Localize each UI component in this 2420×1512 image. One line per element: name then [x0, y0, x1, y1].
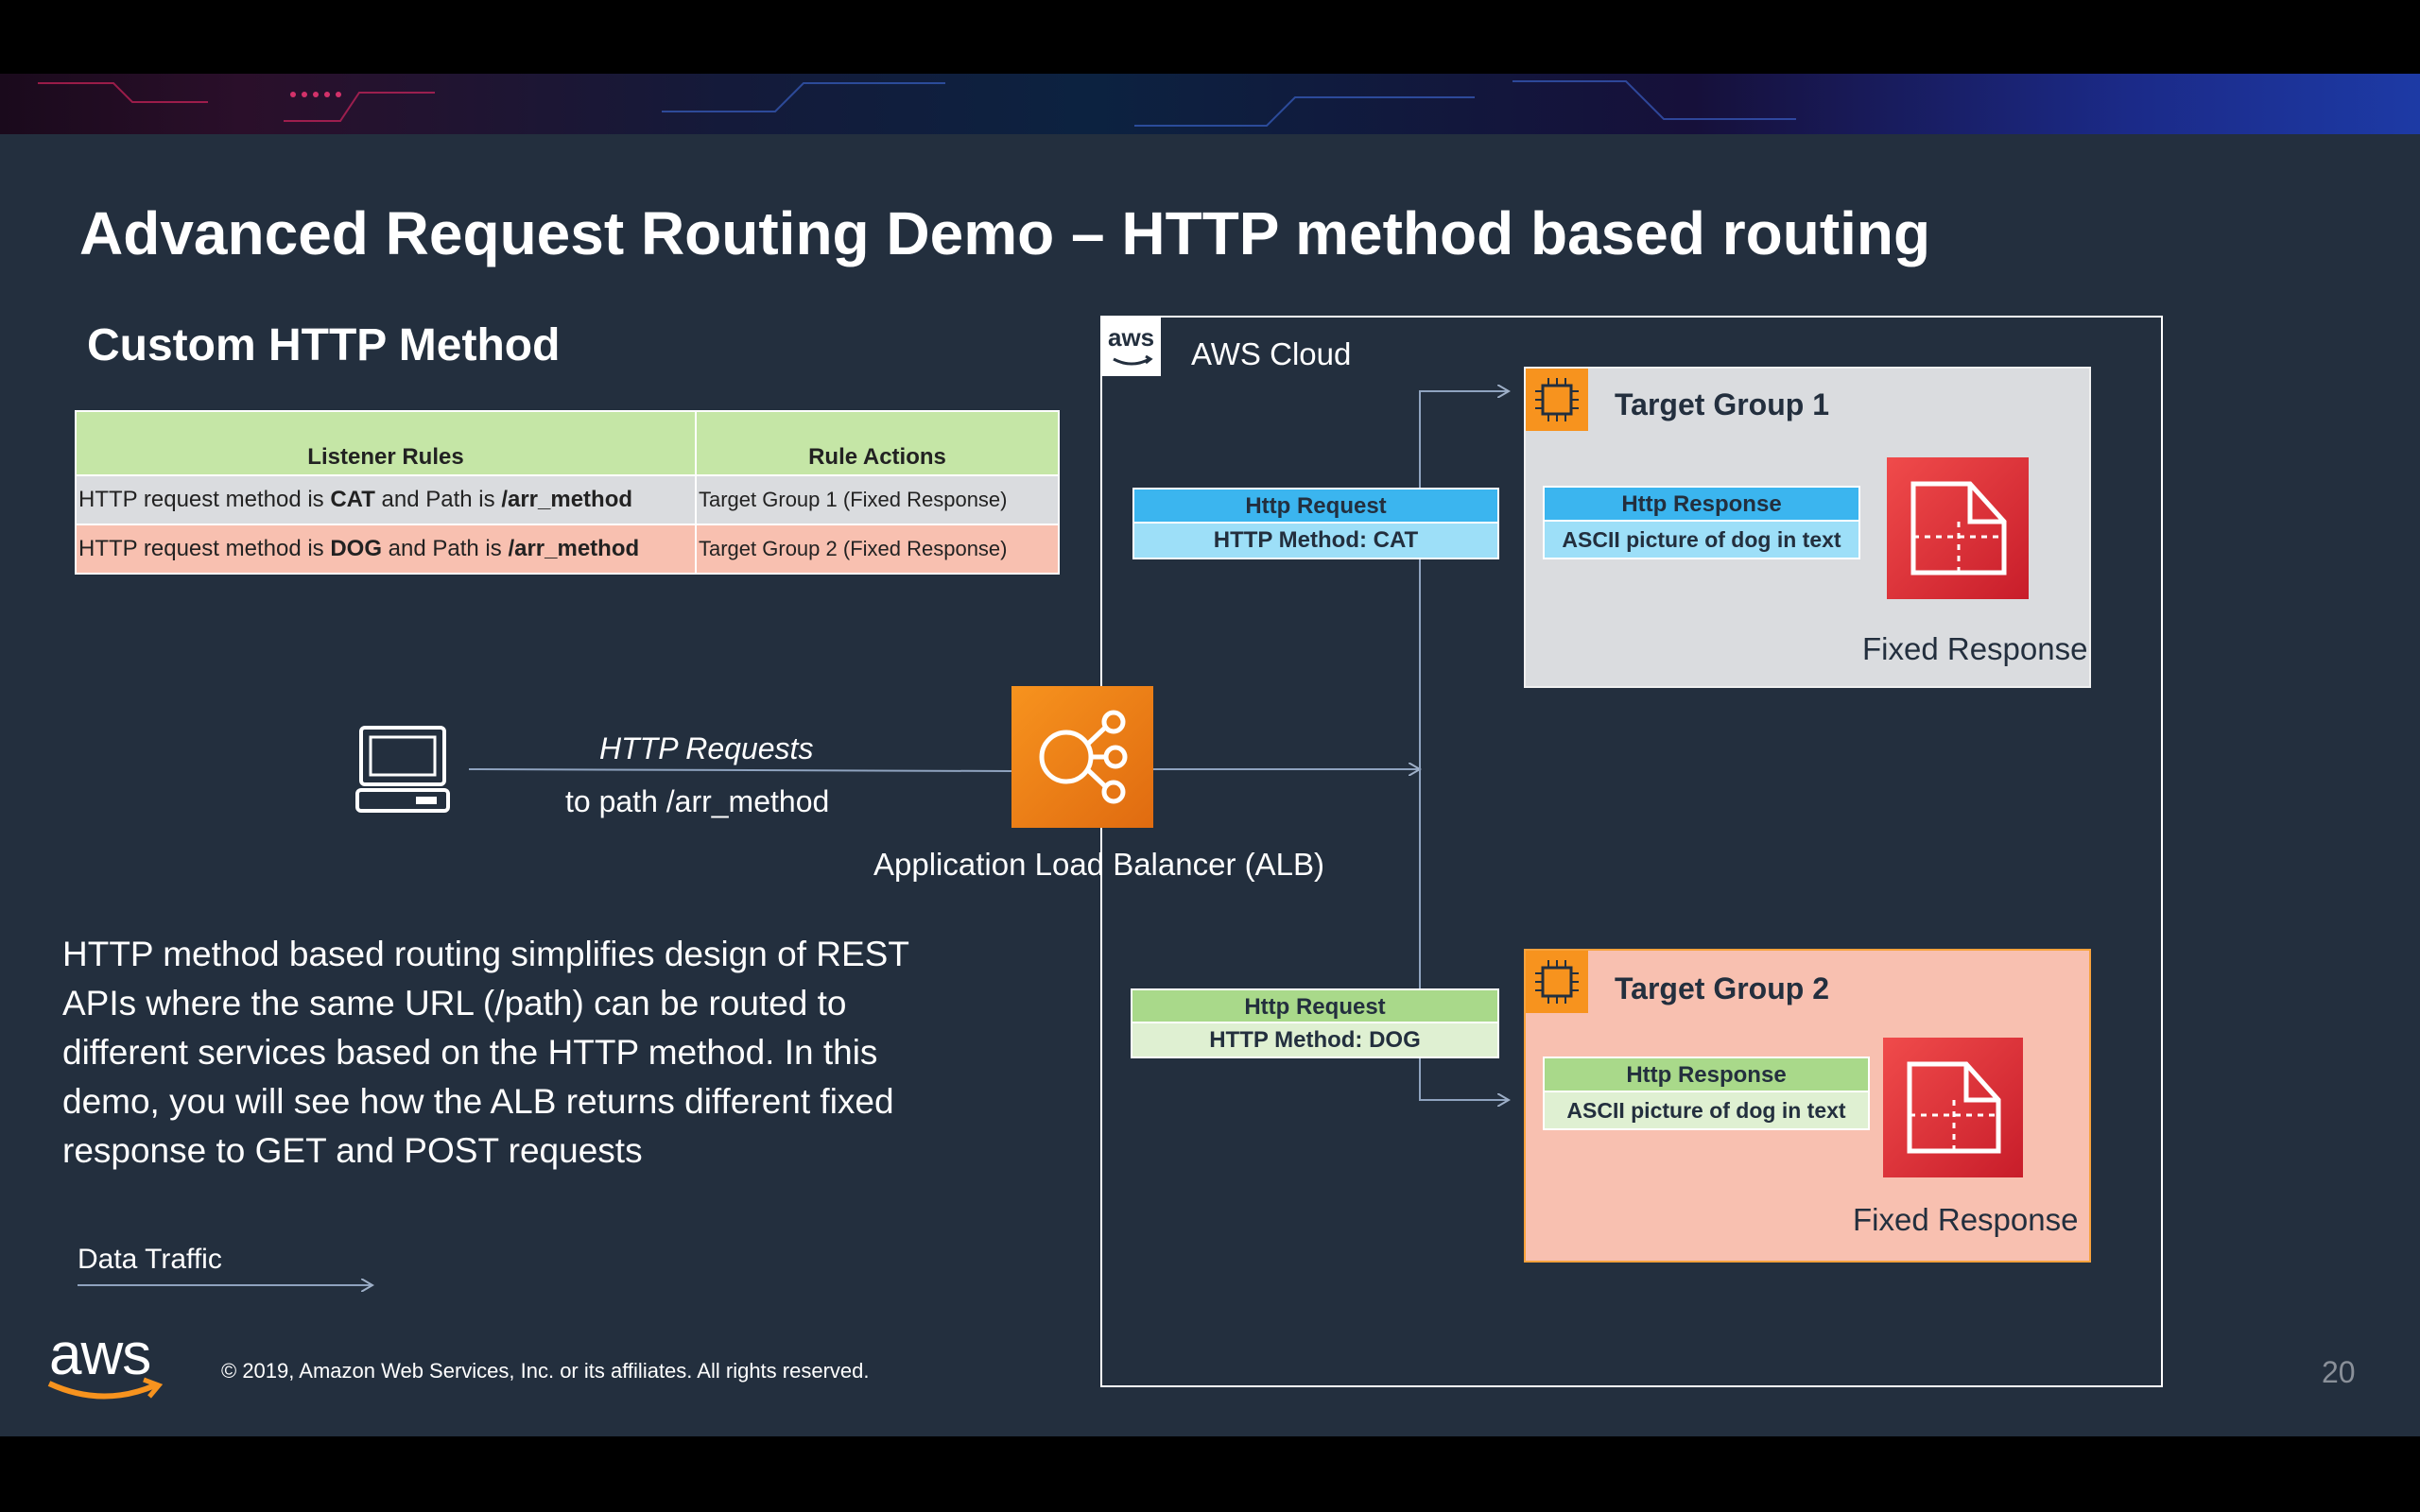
fixed-response-label: Fixed Response — [1862, 631, 2088, 666]
listener-rules-table: Listener Rules Rule Actions HTTP request… — [75, 410, 1060, 575]
rule-cell: HTTP request method is CAT and Path is /… — [75, 474, 697, 525]
http-response-box: Http Response ASCII picture of dog in te… — [1543, 1057, 1870, 1130]
http-request-dog-box: Http Request HTTP Method: DOG — [1131, 988, 1499, 1058]
http-request-cat-box: Http Request HTTP Method: CAT — [1132, 488, 1499, 559]
load-balancer-icon — [1039, 710, 1128, 804]
section-subtitle: Custom HTTP Method — [87, 320, 561, 370]
aws-cloud-label: AWS Cloud — [1191, 336, 1352, 371]
rule-prefix: HTTP request method is — [78, 536, 331, 561]
rule-prefix: HTTP request method is — [78, 487, 331, 512]
target-group-2: Target Group 2 Http Response ASCII pictu… — [1524, 949, 2091, 1263]
ec2-chip-icon — [1526, 951, 1588, 1013]
circuit-pattern-decoration — [38, 80, 1796, 127]
http-response-box: Http Response ASCII picture of dog in te… — [1543, 486, 1860, 559]
rule-cell: HTTP request method is DOG and Path is /… — [75, 524, 697, 575]
action-cell: Target Group 1 (Fixed Response) — [695, 474, 1060, 525]
request-cat-method: HTTP Method: CAT — [1134, 524, 1497, 558]
target-group-1-title: Target Group 1 — [1615, 387, 1829, 421]
fixed-response-icon — [1883, 1038, 2023, 1177]
table-row: HTTP request method is DOG and Path is /… — [75, 524, 1060, 575]
aws-logo: aws — [49, 1322, 151, 1387]
fixed-response-icon — [1887, 457, 2029, 599]
route-to-target-group-1-arrow — [1419, 391, 1509, 1100]
response-head: Http Response — [1545, 1058, 1868, 1092]
aws-cloud-boundary — [1100, 316, 2163, 1387]
aws-smile-icon — [1113, 354, 1153, 366]
target-group-2-title: Target Group 2 — [1615, 971, 1829, 1005]
response-body: ASCII picture of dog in text — [1545, 1092, 1868, 1128]
slide-title: Advanced Request Routing Demo – HTTP met… — [79, 199, 1931, 267]
rule-mid: and Path is — [382, 536, 509, 561]
http-requests-label: HTTP Requests — [599, 731, 814, 765]
request-path-label: to path /arr_method — [565, 784, 830, 818]
header-banner-image — [0, 74, 2420, 134]
request-dog-method: HTTP Method: DOG — [1132, 1023, 1497, 1057]
alb-icon — [1011, 686, 1153, 828]
rule-method: DOG — [330, 536, 383, 561]
request-cat-head: Http Request — [1134, 490, 1497, 524]
rule-path: /arr_method — [501, 487, 633, 512]
table-header-row: Listener Rules Rule Actions — [75, 410, 1060, 476]
ec2-chip-icon — [1526, 369, 1588, 431]
description-paragraph: HTTP method based routing simplifies des… — [62, 935, 909, 1170]
alb-label: Application Load Balancer (ALB) — [873, 847, 1324, 882]
data-traffic-legend-label: Data Traffic — [78, 1244, 222, 1275]
table-row: HTTP request method is CAT and Path is /… — [75, 474, 1060, 525]
request-dog-head: Http Request — [1132, 990, 1497, 1023]
table-header-listener-rules: Listener Rules — [75, 410, 697, 476]
response-head: Http Response — [1545, 488, 1858, 522]
aws-cloud-badge: aws — [1102, 318, 1161, 376]
fixed-response-label: Fixed Response — [1853, 1202, 2079, 1237]
response-body: ASCII picture of dog in text — [1545, 522, 1858, 558]
client-computer-icon — [355, 726, 450, 813]
target-group-1: Target Group 1 Http Response ASCII pictu… — [1524, 367, 2091, 688]
page-number: 20 — [2322, 1355, 2356, 1389]
rule-method: CAT — [330, 487, 375, 512]
rule-path: /arr_method — [508, 536, 640, 561]
aws-smile-logo-icon — [47, 1377, 164, 1400]
copyright-notice: © 2019, Amazon Web Services, Inc. or its… — [221, 1359, 870, 1383]
action-cell: Target Group 2 (Fixed Response) — [695, 524, 1060, 575]
client-to-alb-line — [468, 768, 1012, 772]
rule-mid: and Path is — [374, 487, 502, 512]
aws-badge-text: aws — [1108, 323, 1155, 352]
table-header-rule-actions: Rule Actions — [695, 410, 1060, 476]
